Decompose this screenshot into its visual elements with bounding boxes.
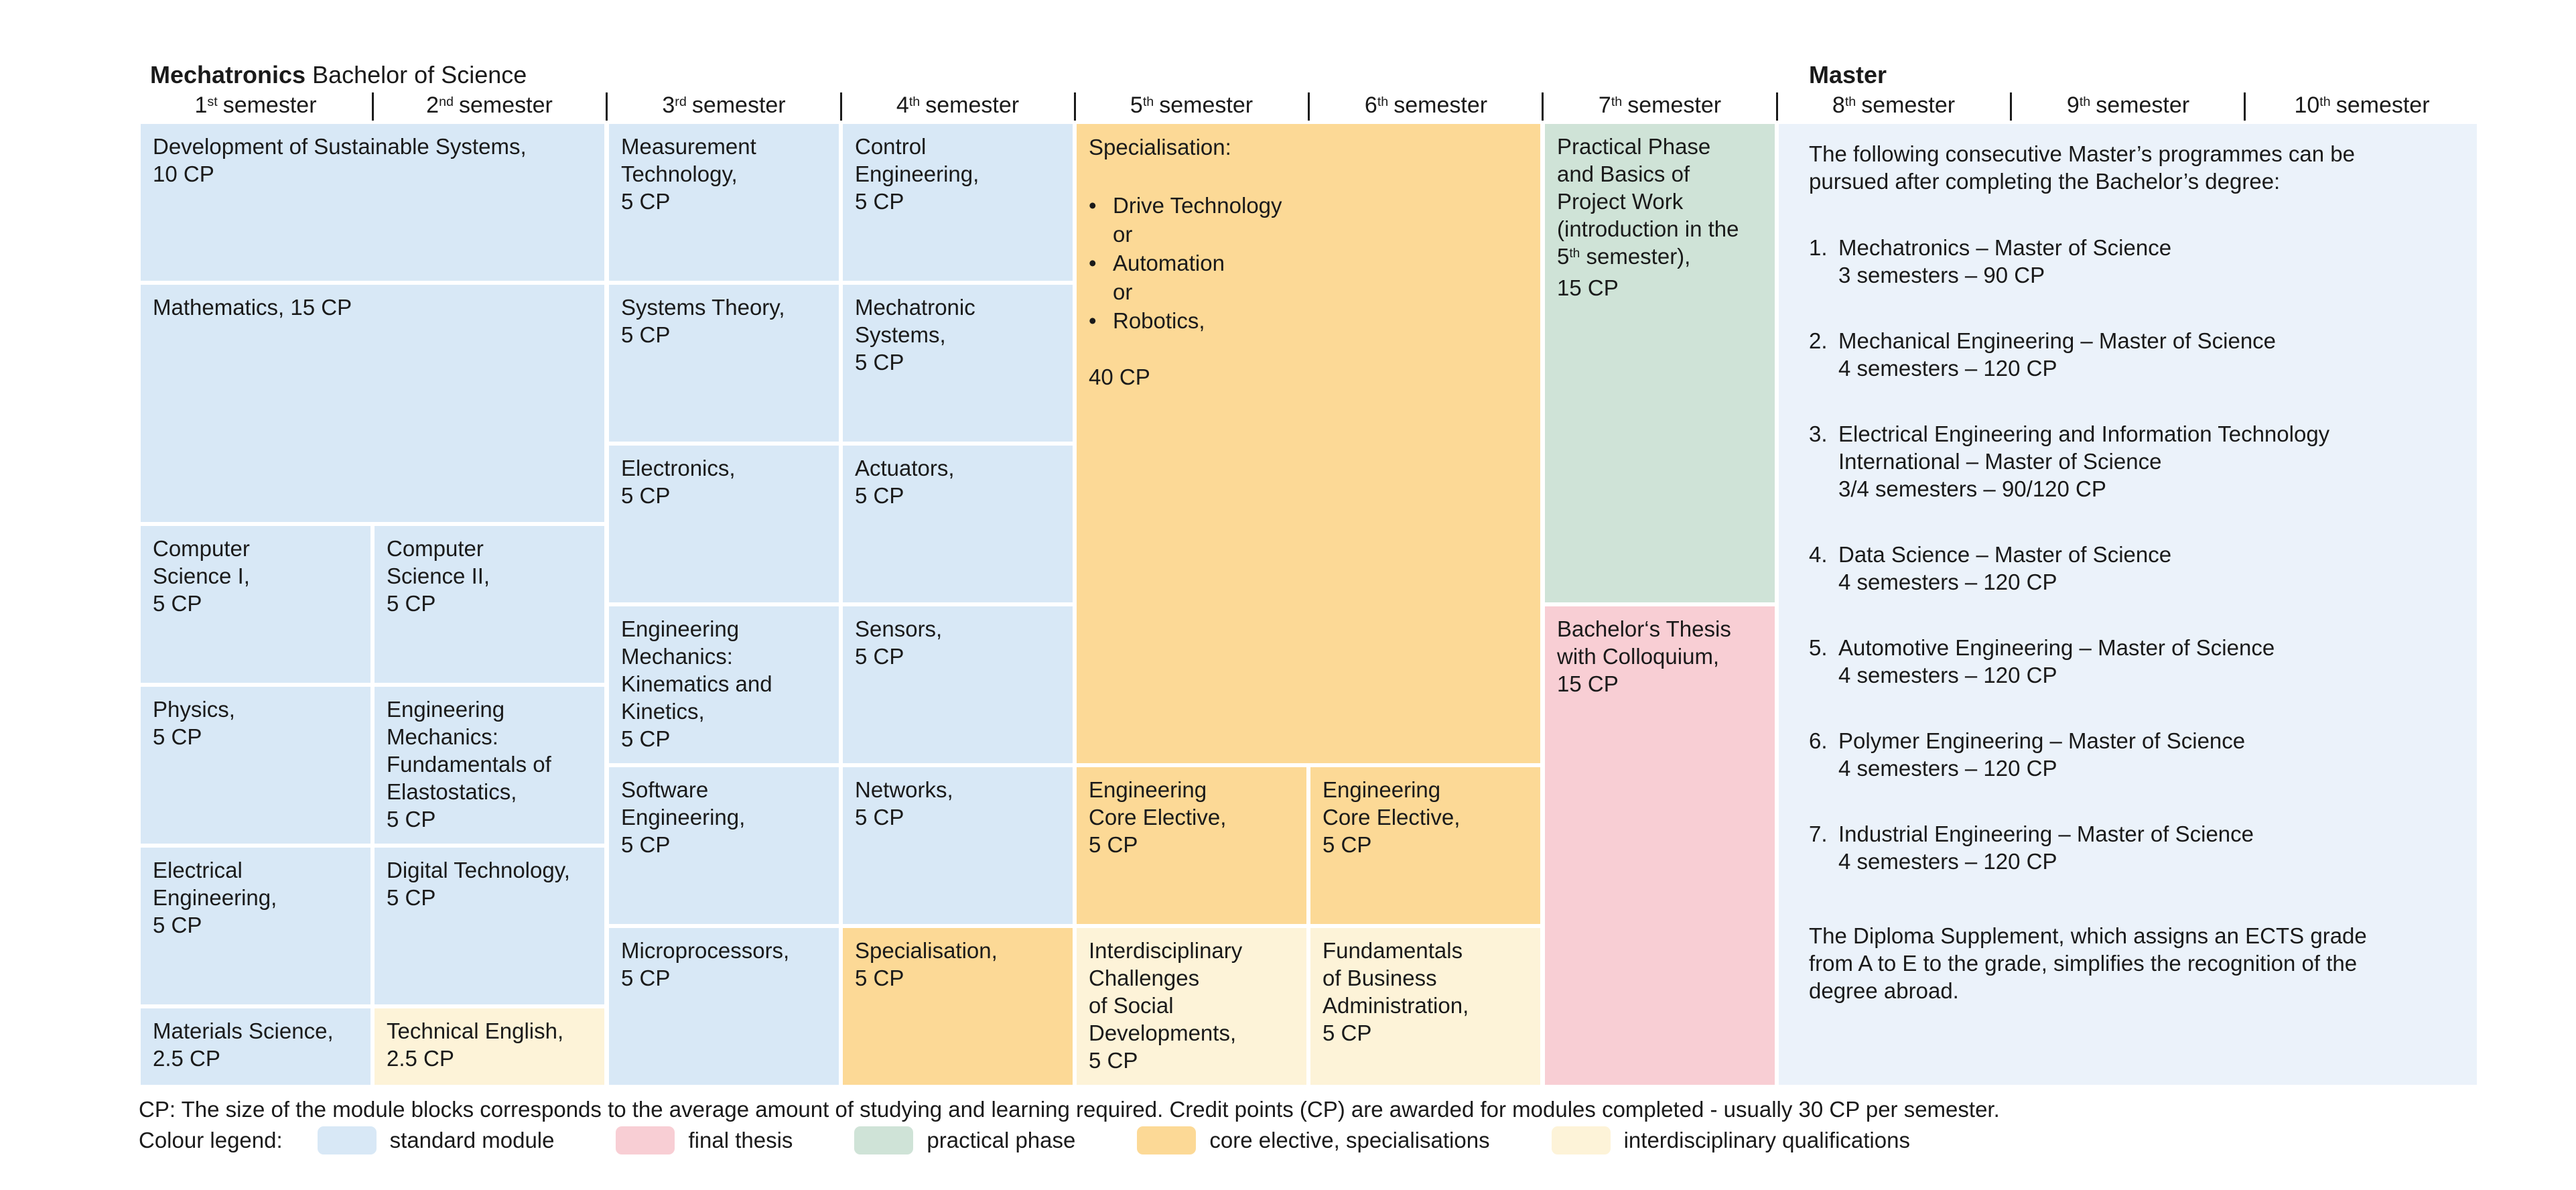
bachelor-programme-title: Mechatronics Bachelor of Science bbox=[150, 60, 527, 90]
module-sensors: Sensors, 5 CP bbox=[843, 606, 1073, 763]
master-programme-item-4: 4.Data Science – Master of Science 4 sem… bbox=[1809, 542, 2172, 594]
legend-entry-final-thesis: final thesis bbox=[616, 1126, 793, 1154]
header-divider bbox=[606, 92, 608, 121]
module-interdisciplinary-challenges: Interdisciplinary Challenges of Social D… bbox=[1077, 928, 1306, 1085]
header-divider bbox=[2244, 92, 2246, 121]
programme-name: Mechatronics bbox=[150, 61, 306, 88]
module-specialisation-5cp: Specialisation, 5 CP bbox=[843, 928, 1073, 1085]
practical-phase-text: Practical Phase and Basics of Project Wo… bbox=[1557, 134, 1739, 241]
module-business-administration: Fundamentals of Business Administration,… bbox=[1310, 928, 1540, 1085]
module-specialisation-main: Specialisation: • Drive Technology or • Au… bbox=[1077, 124, 1540, 763]
bullet-icon: • bbox=[1089, 193, 1097, 218]
header-divider bbox=[372, 92, 374, 121]
bullet-icon: • bbox=[1089, 308, 1097, 333]
master-programme-item-6: 6.Polymer Engineering – Master of Scienc… bbox=[1809, 728, 2246, 781]
or-separator: or bbox=[1113, 222, 1133, 247]
module-digital-technology: Digital Technology, 5 CP bbox=[375, 848, 604, 1004]
module-engineering-mechanics-kinematics: Engineering Mechanics: Kinematics and Ki… bbox=[609, 606, 839, 763]
specialisation-title: Specialisation: bbox=[1089, 135, 1231, 159]
specialisation-option: Drive Technology bbox=[1113, 193, 1282, 218]
legend-entry-standard-module: standard module bbox=[317, 1126, 554, 1154]
colour-legend: Colour legend: standard module final the… bbox=[139, 1124, 1972, 1156]
module-systems-theory: Systems Theory, 5 CP bbox=[609, 285, 839, 442]
legend-label: Colour legend: bbox=[139, 1128, 283, 1152]
module-mathematics: Mathematics, 15 CP bbox=[141, 285, 604, 522]
module-microprocessors: Microprocessors, 5 CP bbox=[609, 928, 839, 1085]
specialisation-option: Robotics, bbox=[1113, 308, 1205, 333]
module-engineering-core-elective-6th: Engineering Core Elective, 5 CP bbox=[1310, 767, 1540, 924]
master-programme-item-5: 5.Automotive Engineering – Master of Sci… bbox=[1809, 635, 2275, 687]
module-computer-science-1: Computer Science I, 5 CP bbox=[141, 526, 370, 683]
module-computer-science-2: Computer Science II, 5 CP bbox=[375, 526, 604, 683]
master-programme-item-1: 1.Mechatronics – Master of Science 3 sem… bbox=[1809, 235, 2172, 287]
degree-name: Bachelor of Science bbox=[306, 61, 527, 88]
module-engineering-mechanics-elastostatics: Engineering Mechanics: Fundamentals of E… bbox=[375, 687, 604, 844]
bullet-icon: • bbox=[1089, 251, 1097, 275]
module-engineering-core-elective-5th: Engineering Core Elective, 5 CP bbox=[1077, 767, 1306, 924]
module-practical-phase: Practical Phase and Basics of Project Wo… bbox=[1545, 124, 1775, 602]
header-divider bbox=[2010, 92, 2012, 121]
module-development-of-sustainable-systems: Development of Sustainable Systems, 10 C… bbox=[141, 124, 604, 281]
master-programmes-panel: The following consecutive Master’s progr… bbox=[1779, 124, 2477, 1085]
module-mechatronic-systems: Mechatronic Systems, 5 CP bbox=[843, 285, 1073, 442]
header-divider bbox=[1776, 92, 1778, 121]
legend-entry-practical-phase: practical phase bbox=[854, 1126, 1075, 1154]
legend-entry-core-elective: core elective, specialisations bbox=[1137, 1126, 1490, 1154]
master-programme-item-7: 7.Industrial Engineering – Master of Sci… bbox=[1809, 821, 2254, 874]
module-electronics: Electronics, 5 CP bbox=[609, 446, 839, 602]
specialisation-option: Automation bbox=[1113, 251, 1225, 275]
or-separator: or bbox=[1113, 279, 1133, 304]
module-control-engineering: Control Engineering, 5 CP bbox=[843, 124, 1073, 281]
master-programme-item-3: 3.Electrical Engineering and Information… bbox=[1809, 421, 2330, 501]
module-electrical-engineering: Electrical Engineering, 5 CP bbox=[141, 848, 370, 1004]
practical-phase-credits: 15 CP bbox=[1557, 275, 1619, 300]
header-divider bbox=[840, 92, 842, 121]
header-divider bbox=[1542, 92, 1544, 121]
legend-entry-interdisciplinary: interdisciplinary qualifications bbox=[1551, 1126, 1910, 1154]
cp-explanation-note: CP: The size of the module blocks corres… bbox=[139, 1097, 2000, 1122]
standard-module-swatch bbox=[317, 1126, 377, 1154]
module-materials-science: Materials Science, 2.5 CP bbox=[141, 1008, 370, 1085]
practical-phase-swatch bbox=[854, 1126, 914, 1154]
module-networks: Networks, 5 CP bbox=[843, 767, 1073, 924]
module-physics: Physics, 5 CP bbox=[141, 687, 370, 844]
module-bachelors-thesis: Bachelor‘s Thesis with Colloquium, 15 CP bbox=[1545, 606, 1775, 1085]
master-intro: The following consecutive Master’s progr… bbox=[1809, 141, 2355, 194]
master-programme-item-2: 2.Mechanical Engineering – Master of Sci… bbox=[1809, 328, 2277, 381]
final-thesis-swatch bbox=[616, 1126, 675, 1154]
header-divider bbox=[1308, 92, 1310, 121]
interdisciplinary-swatch bbox=[1551, 1126, 1611, 1154]
module-measurement-technology: Measurement Technology, 5 CP bbox=[609, 124, 839, 281]
specialisation-options: • Drive Technology or • Automation or • Rob… bbox=[1089, 191, 1528, 335]
practical-phase-semester-line: 5th semester), bbox=[1557, 244, 1691, 269]
module-technical-english: Technical English, 2.5 CP bbox=[375, 1008, 604, 1085]
module-actuators: Actuators, 5 CP bbox=[843, 446, 1073, 602]
master-section-title: Master bbox=[1809, 61, 1887, 88]
diploma-supplement-note: The Diploma Supplement, which assigns an… bbox=[1809, 923, 2367, 1003]
specialisation-credits: 40 CP bbox=[1089, 365, 1150, 389]
header-divider bbox=[1074, 92, 1076, 121]
module-software-engineering: Software Engineering, 5 CP bbox=[609, 767, 839, 924]
core-elective-swatch bbox=[1137, 1126, 1197, 1154]
